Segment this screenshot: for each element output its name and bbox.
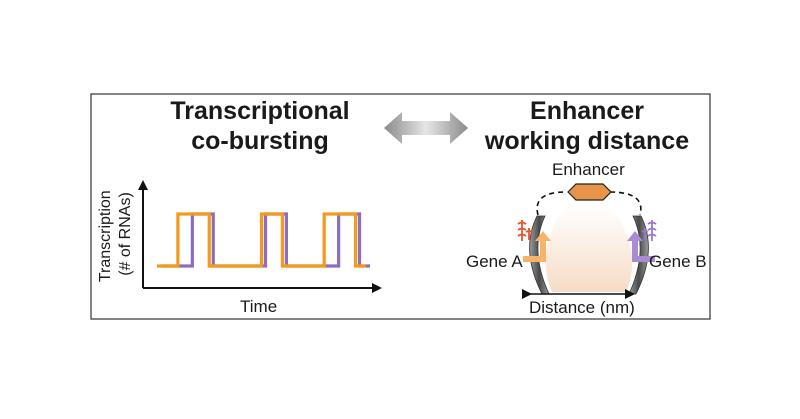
loop-volume [545,205,633,292]
left-title-line1: Transcriptional [170,97,350,125]
burst-traces [157,212,370,268]
left-title: Transcriptional co-bursting [160,96,360,156]
right-title: Enhancer working distance [477,96,697,156]
chromatin-loop-dashed [536,191,642,216]
x-axis-label: Time [240,297,278,316]
right-title-line2: working distance [484,127,690,155]
left-title-line2: co-bursting [191,127,329,155]
gene-a-promoter-arrow-icon [523,231,551,262]
bidirectional-arrow-icon [384,112,468,144]
trace-purple [161,212,370,268]
chromatin-strand-right [628,215,649,295]
gene-b-label: Gene B [649,252,707,271]
enhancer-loop-diagram [517,183,657,299]
gene-a-label: Gene A [466,252,523,271]
right-title-line1: Enhancer [530,97,644,125]
enhancer-hexagon-icon [567,183,612,201]
enhancer-label: Enhancer [552,160,625,179]
gene-b-promoter-arrow-icon [627,231,655,262]
gene-b-transcripts-icon [641,220,657,241]
gene-a-transcripts-icon [517,220,533,241]
figure-frame [90,93,711,320]
distance-label: Distance (nm) [529,298,635,317]
y-axis-label: Transcription (# of RNAs) [97,186,134,282]
trace-orange [157,212,366,268]
